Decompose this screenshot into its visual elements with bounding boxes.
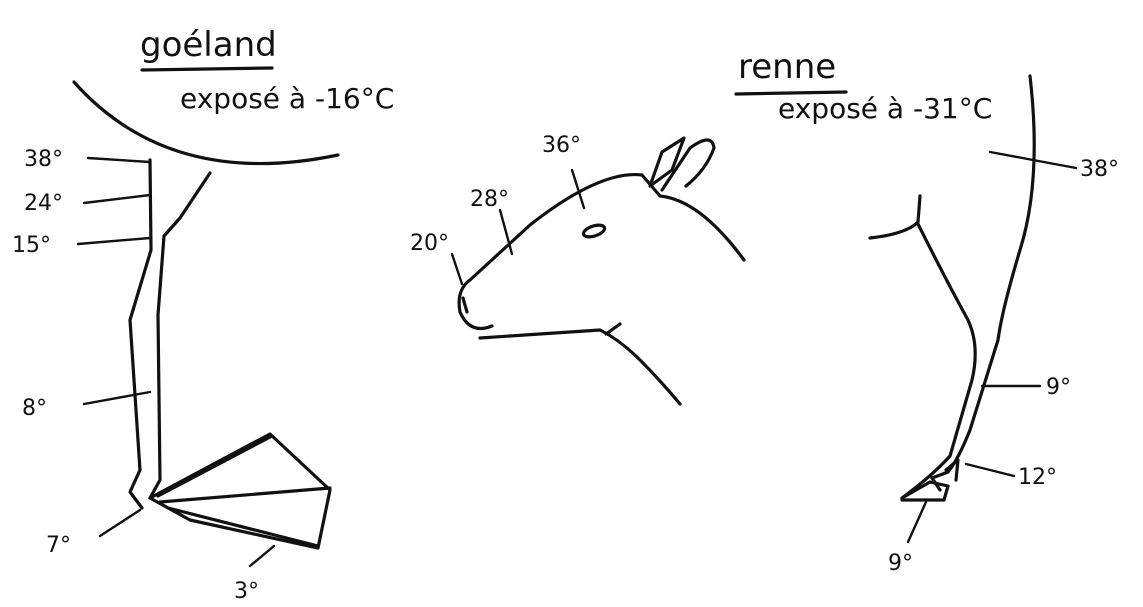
gull-body-outline [72,80,340,166]
reindeer-head-section: 36° 28° 20° [410,133,746,406]
reindeer-temp-label: 9° [1046,375,1071,400]
gull-leader-24 [82,193,152,205]
gull-temp-label: 3° [234,579,259,604]
gull-section: goéland exposé à -16°C 38° 24° 15° 8° 7°… [12,25,394,604]
reindeer-leader-9-lower [906,500,928,544]
reindeer-title: renne [738,47,836,87]
reindeer-leader-38 [988,150,1078,170]
reindeer-temp-label: 36° [542,133,581,158]
reindeer-leg-section: renne exposé à -31°C 38° 9° 12° 9° [734,47,1119,576]
reindeer-hoof-split [930,476,942,492]
reindeer-head-outline [457,172,746,331]
gull-leader-38 [86,156,152,164]
reindeer-leader-20 [450,252,464,286]
reindeer-leader-12 [964,462,1016,478]
reindeer-leader-28 [498,208,514,256]
gull-leader-8 [82,390,152,406]
reindeer-chin-line [604,322,622,336]
gull-toe-outer [166,506,320,548]
reindeer-title-underline [734,90,848,96]
gull-leg-back [128,158,153,510]
reindeer-temp-label: 20° [410,231,449,256]
gull-temp-label: 8° [22,396,47,421]
gull-leg-front [148,171,212,500]
reindeer-leg-back [900,222,977,500]
gull-temp-label: 24° [24,191,63,216]
gull-toe-inner [156,434,274,498]
reindeer-temp-label: 9° [888,551,913,576]
reindeer-temp-label: 28° [470,187,509,212]
gull-temp-label: 15° [12,233,51,258]
gull-temp-label: 7° [46,533,71,558]
reindeer-nostril [461,296,469,314]
reindeer-jaw-outline [478,328,682,406]
reindeer-eye [581,223,607,239]
gull-leader-3 [248,544,276,568]
reindeer-hoof [900,480,950,502]
gull-leader-7 [98,508,142,538]
reindeer-exposure: exposé à -31°C [778,92,992,125]
gull-exposure: exposé à -16°C [180,82,394,115]
gull-toe-middle [158,486,332,504]
gull-title: goéland [140,25,277,65]
gull-temp-label: 38° [24,147,63,172]
reindeer-temp-label: 12° [1018,465,1057,490]
gull-title-underline [140,66,274,72]
gull-foot [148,432,332,550]
reindeer-leader-36 [570,168,586,210]
reindeer-leg-back-top [868,194,922,240]
reindeer-dewclaw [944,458,960,482]
gull-leader-15 [76,236,152,246]
reindeer-leg-front [930,74,1036,480]
reindeer-temp-label: 38° [1080,157,1119,182]
reindeer-ear-left [648,136,686,188]
reindeer-ear-right [660,138,716,192]
